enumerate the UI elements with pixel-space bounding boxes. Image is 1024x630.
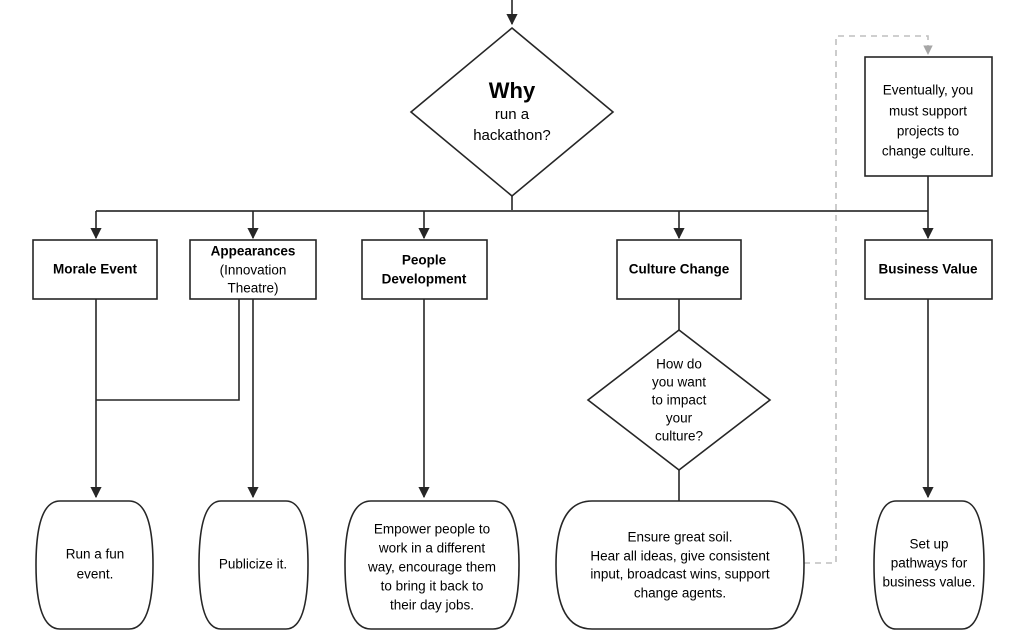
outcome-set-up-pathways-line1: Set up (909, 537, 948, 552)
outcome-empower-people-line4: to bring it back to (381, 579, 484, 594)
outcome-run-a-fun-event[interactable] (35, 500, 154, 630)
outcome-publicize-it[interactable] (198, 500, 309, 630)
decision-culture-impact-line3: to impact (652, 393, 707, 408)
outcome-empower-people-line2: work in a different (378, 541, 486, 556)
outcome-ensure-great-soil-line1: Ensure great soil. (627, 530, 732, 545)
box-culture-change-label: Culture Change (629, 262, 730, 277)
outcome-ensure-great-soil-line3: input, broadcast wins, support (590, 567, 770, 582)
box-appearances-sub-line2: Theatre) (227, 281, 278, 296)
decision-why-subtitle-line2: hackathon? (473, 127, 551, 144)
decision-culture-impact-line4: your (666, 411, 693, 426)
box-morale-event-label: Morale Event (53, 262, 138, 277)
box-culture-change[interactable] (616, 239, 742, 300)
box-people-development-label-line2: Development (382, 272, 467, 287)
decision-culture-impact-line1: How do (656, 357, 702, 372)
outcome-ensure-great-soil-line4: change agents. (634, 586, 726, 601)
outcome-run-a-fun-event-line1: Run a fun (66, 547, 125, 562)
connector-appearances-to-morale-path (96, 299, 240, 401)
box-morale-event[interactable] (32, 239, 158, 300)
outcome-set-up-pathways-line3: business value. (882, 575, 975, 590)
outcome-publicize-it-line1: Publicize it. (219, 557, 287, 572)
box-business-value[interactable] (864, 239, 993, 300)
decision-why-subtitle-line1: run a (495, 106, 530, 123)
decision-why-title: Why (489, 78, 536, 103)
decision-culture-impact-line2: you want (652, 375, 706, 390)
outcome-ensure-great-soil-line2: Hear all ideas, give consistent (590, 549, 770, 564)
outcome-run-a-fun-event-line2: event. (77, 567, 114, 582)
outcome-set-up-pathways-line2: pathways for (891, 556, 968, 571)
box-note-eventually-line2: must support (889, 104, 967, 119)
outcome-set-up-pathways[interactable] (873, 500, 985, 630)
box-note-eventually-line3: projects to (897, 124, 959, 139)
box-note-eventually[interactable] (864, 56, 993, 177)
box-people-development-label-line1: People (402, 253, 447, 268)
box-note-eventually-line4: change culture. (882, 144, 974, 159)
box-appearances-sub-line1: (Innovation (220, 263, 287, 278)
outcome-empower-people-line1: Empower people to (374, 522, 490, 537)
outcome-empower-people[interactable] (344, 500, 520, 630)
box-business-value-label: Business Value (878, 262, 978, 277)
outcome-ensure-great-soil[interactable] (555, 500, 805, 630)
decision-culture-impact-line5: culture? (655, 429, 703, 444)
box-appearances[interactable] (189, 239, 317, 300)
box-note-eventually-line1: Eventually, you (883, 83, 974, 98)
outcome-empower-people-line5: their day jobs. (390, 598, 474, 613)
box-people-development[interactable] (361, 239, 488, 300)
box-appearances-label: Appearances (211, 244, 296, 259)
outcome-empower-people-line3: way, encourage them (367, 560, 496, 575)
